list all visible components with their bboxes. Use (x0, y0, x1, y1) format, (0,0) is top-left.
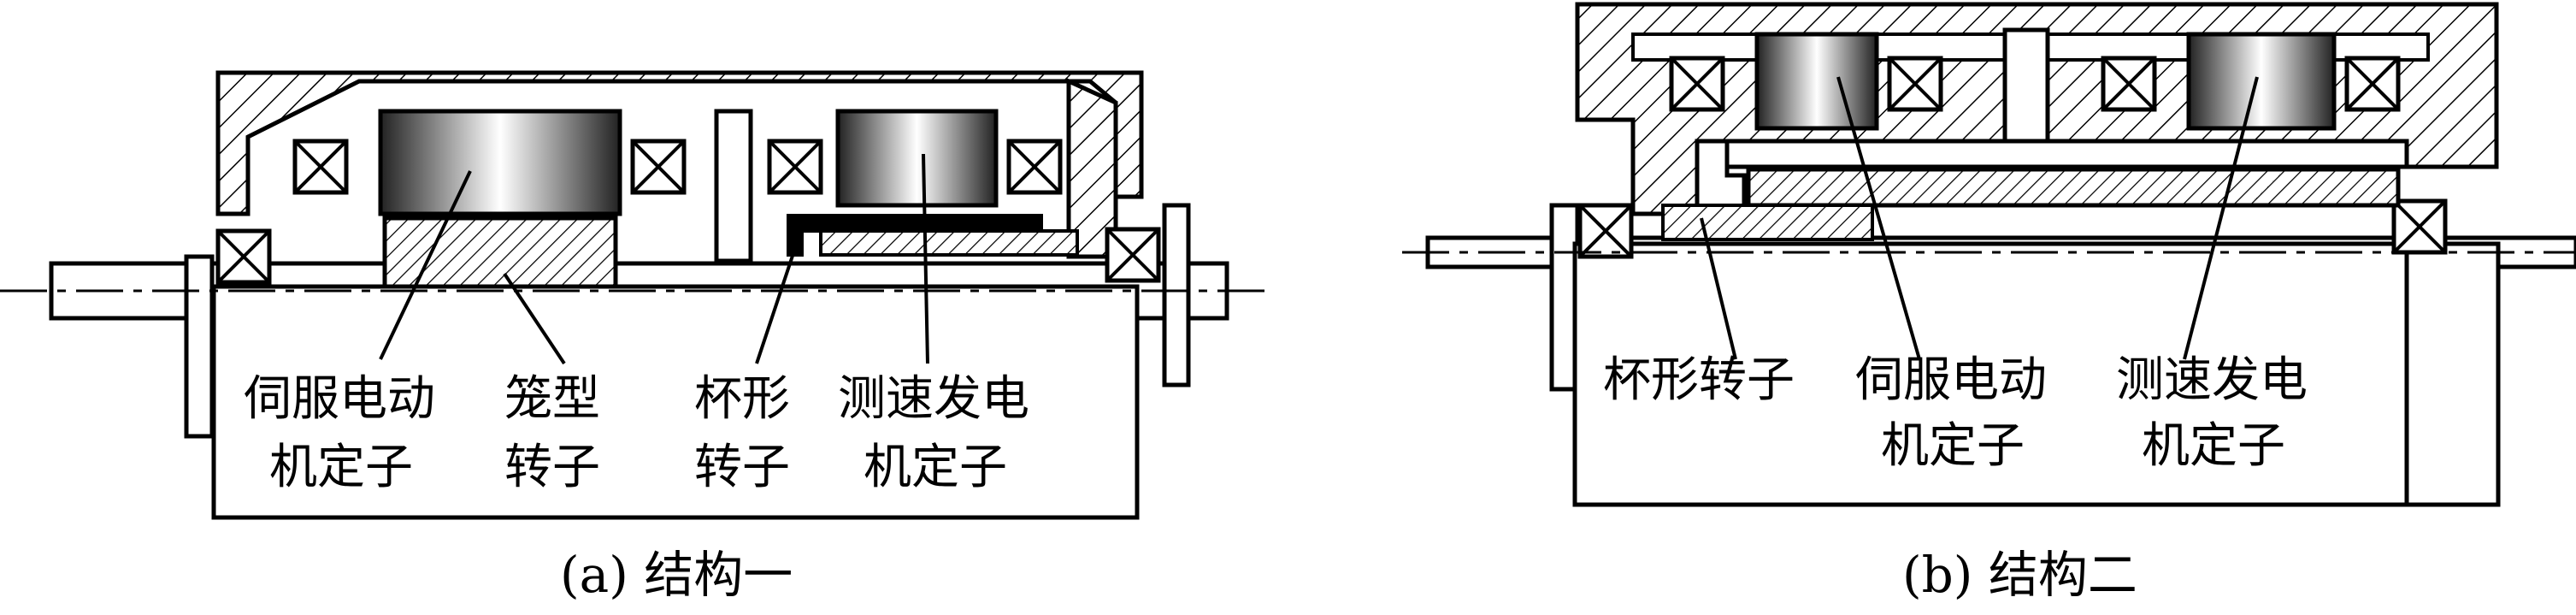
cup-rotor-shell-b (1724, 139, 2409, 169)
servo-stator-core-b (1754, 32, 1879, 131)
label-servo-stator-a-l2: 机定子 (269, 440, 413, 495)
inner-core-b (1746, 167, 2401, 208)
cup-rotor-a (740, 214, 1043, 257)
coil-x-b4 (2347, 58, 2398, 109)
label-cup-rotor-b: 杯形转子 (1603, 352, 1795, 408)
label-cup-rotor-a-l1: 杯形 (694, 371, 790, 427)
label-squirrel-rotor-a-l2: 转子 (504, 440, 600, 495)
structure-b-diagram: 杯形转子 伺服电动 机定子 测速发电 机定子 (b) 结构二 (1402, 2, 2576, 604)
leader-tacho-stator-a (922, 153, 929, 364)
bearing-right-b (2394, 201, 2445, 252)
coil-x-a3 (769, 141, 821, 192)
caption-b: (b) 结构二 (1902, 546, 2137, 604)
label-cup-rotor-a-l2: 转子 (694, 440, 790, 495)
bearing-right-a (1107, 229, 1158, 281)
coil-x-b3 (2103, 58, 2155, 109)
bearing-left-a (218, 231, 269, 282)
base-housing-b (1572, 241, 2501, 507)
leader-squirrel-rotor-a (503, 272, 566, 365)
label-tacho-stator-b-l1: 测速发电 (2116, 352, 2308, 408)
leader-tacho-stator-b (2183, 76, 2259, 360)
coil-x-a1 (295, 141, 346, 192)
coil-x-a2 (633, 141, 684, 192)
squirrel-cage-rotor-a (382, 216, 618, 289)
label-servo-stator-a-l1: 伺服电动 (244, 371, 435, 427)
leader-servo-stator-a (379, 170, 472, 360)
leader-cup-rotor-a (755, 234, 801, 364)
tacho-stator-core-b (2186, 32, 2337, 131)
cup-rotor-hub-b (1661, 204, 1874, 241)
label-servo-stator-b-l1: 伺服电动 (1855, 352, 2047, 408)
left-flange-a (184, 254, 215, 439)
structure-a-diagram: 伺服电动 机定子 笼型 转子 杯形 转子 测速发电 机定子 (a) 结构一 (0, 70, 1270, 604)
leader-cup-rotor-b (1700, 217, 1737, 360)
right-flange-a (1162, 203, 1191, 387)
outer-casing-a (215, 70, 1144, 216)
label-servo-stator-b-l2: 机定子 (1881, 418, 2025, 474)
partition-a (714, 109, 753, 263)
label-squirrel-rotor-a-l1: 笼型 (504, 371, 600, 427)
bearing-left-b (1580, 205, 1631, 257)
partition-b (2002, 27, 2050, 144)
coil-x-a4 (1009, 141, 1060, 192)
label-tacho-stator-a-l1: 测速发电 (838, 371, 1029, 427)
coil-x-b2 (1889, 58, 1941, 109)
coil-x-b1 (1671, 58, 1723, 109)
tacho-inner-core-a (819, 229, 1079, 257)
base-housing-a (211, 284, 1140, 520)
caption-a: (a) 结构一 (560, 546, 793, 604)
leader-servo-stator-b (1836, 76, 1921, 360)
label-tacho-stator-a-l2: 机定子 (864, 440, 1007, 495)
tacho-stator-core-a (835, 109, 999, 208)
label-tacho-stator-b-l2: 机定子 (2142, 418, 2285, 474)
servo-stator-core-a (378, 109, 622, 216)
